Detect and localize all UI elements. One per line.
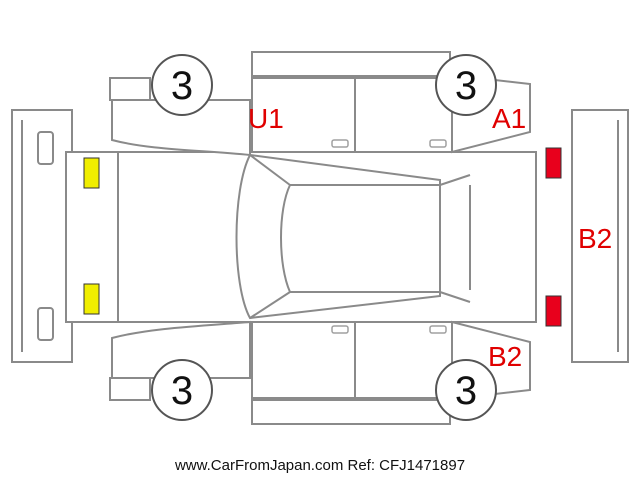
badge-front-right: 3 [435, 54, 497, 116]
right-bumper [571, 109, 629, 363]
footer-reference: www.CarFromJapan.com Ref: CFJ1471897 [174, 457, 465, 474]
red-marker-top [545, 147, 562, 179]
badge-front-left: 3 [151, 54, 213, 116]
upper-side-panels [109, 51, 531, 157]
badge-front-right-value: 3 [455, 64, 477, 108]
damage-code-right: B2 [578, 223, 612, 254]
red-marker-bottom [545, 295, 562, 327]
badge-rear-left: 3 [151, 359, 213, 421]
badge-front-left-value: 3 [171, 64, 193, 108]
yellow-marker-top [83, 157, 100, 189]
badge-rear-right: 3 [435, 359, 497, 421]
badge-rear-left-value: 3 [171, 369, 193, 413]
yellow-marker-bottom [83, 283, 100, 315]
damage-code-lower-right: B2 [488, 341, 522, 372]
roof-panel [235, 153, 471, 320]
left-bumper [11, 109, 73, 363]
damage-code-upper-right: A1 [492, 103, 526, 134]
badge-rear-right-value: 3 [455, 369, 477, 413]
damage-code-upper-left: U1 [248, 103, 284, 134]
